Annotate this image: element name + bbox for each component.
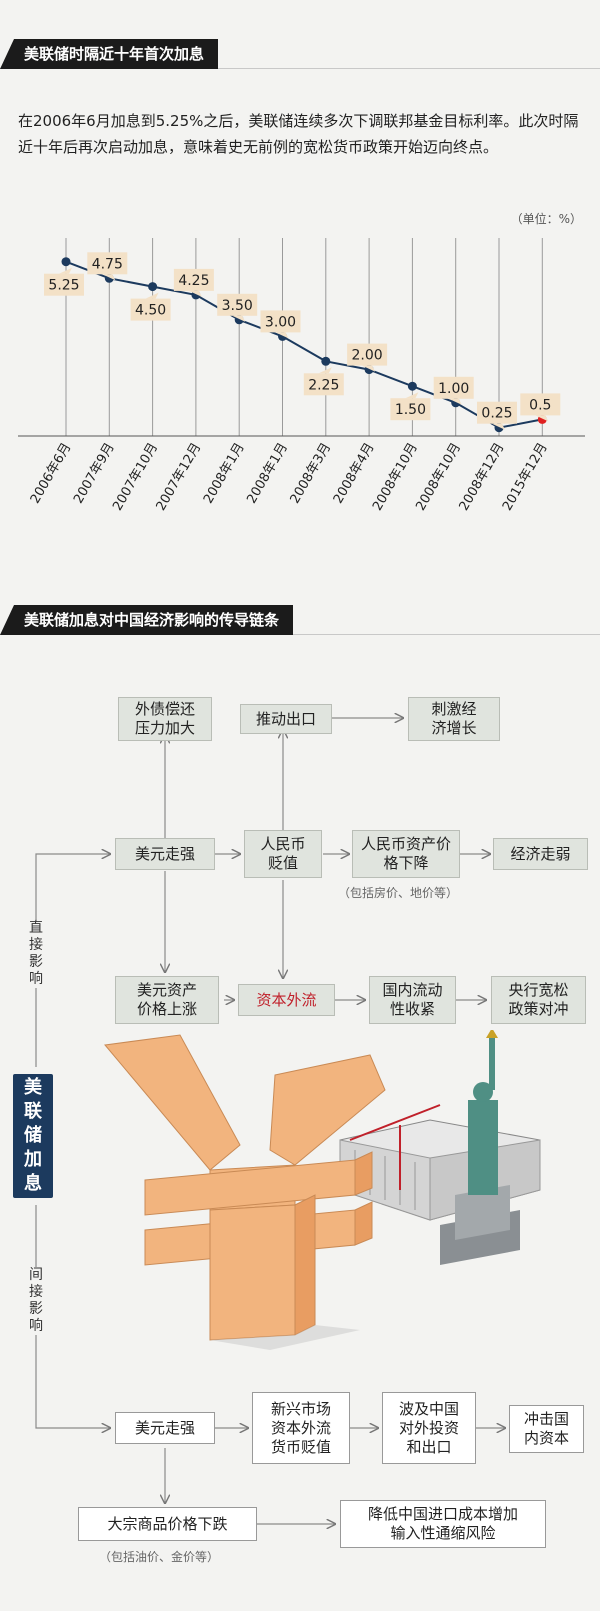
data-label: 5.25 — [44, 267, 84, 296]
section-header-rate-hike: 美联储时隔近十年首次加息 — [0, 39, 600, 69]
box-pboc-easing: 央行宽松政策对冲 — [491, 976, 586, 1024]
box-liquidity-tight: 国内流动性收紧 — [369, 976, 456, 1024]
data-point — [407, 381, 417, 391]
fed-hike-badge: 美联储加息 — [13, 1074, 53, 1198]
data-label-tail — [145, 292, 159, 299]
data-label: 4.25 — [173, 268, 214, 297]
data-label-bg — [347, 343, 388, 366]
data-label: 2.00 — [347, 343, 388, 372]
box-foreign-debt: 外债偿还压力加大 — [118, 697, 212, 741]
fed-hike-label: 美联储加息 — [24, 1077, 42, 1194]
data-label-tail — [232, 315, 246, 322]
box-commodity-fall: 大宗商品价格下跌 — [78, 1507, 257, 1541]
box-em-outflow: 新兴市场资本外流货币贬值 — [252, 1392, 350, 1464]
data-label-bg — [520, 393, 561, 416]
box-rmb-assets-fall: 人民币资产价格下降 — [352, 830, 460, 878]
data-label-text: 0.5 — [529, 397, 551, 413]
indirect-impact-label: 间接影响 — [28, 1267, 44, 1335]
section-header-transmission: 美联储加息对中国经济影响的传导链条 — [0, 605, 600, 635]
box-push-export: 推动出口 — [240, 704, 332, 734]
data-label: 4.50 — [130, 292, 171, 321]
direct-impact-label: 直接影响 — [28, 920, 44, 988]
data-label-bg — [303, 373, 344, 396]
data-label-text: 4.25 — [178, 273, 209, 289]
rate-line-chart: 5.25 4.75 4.50 4.25 3.50 3.00 2.25 2.00 1.50 1.00… — [18, 238, 585, 514]
data-label-text: 4.50 — [135, 303, 166, 319]
data-label-text: 1.50 — [395, 402, 426, 418]
data-label: 0.25 — [477, 401, 517, 430]
section-title-2: 美联储加息对中国经济影响的传导链条 — [0, 605, 294, 635]
data-point — [321, 356, 331, 366]
data-label: 3.50 — [217, 293, 258, 322]
illustration — [104, 1030, 541, 1350]
box-rmb-depreciate: 人民币贬值 — [244, 830, 322, 878]
series-line — [65, 260, 543, 429]
data-label-bg — [173, 268, 214, 291]
data-label-tail — [492, 423, 505, 430]
data-point — [148, 282, 158, 292]
box-hit-capital: 冲击国内资本 — [509, 1405, 584, 1453]
data-label-tail — [318, 367, 332, 374]
yuan-blocks-icon — [104, 1034, 386, 1350]
data-label-bg — [477, 401, 517, 424]
data-label-text: 5.25 — [48, 278, 79, 294]
unit-label: （单位：%） — [510, 212, 582, 226]
data-label-text: 2.00 — [352, 348, 383, 364]
data-label-tail — [59, 267, 72, 274]
data-label: 1.50 — [390, 392, 431, 421]
data-label: 4.75 — [87, 252, 128, 281]
data-label-text: 4.75 — [92, 256, 123, 272]
data-label-bg — [433, 376, 474, 399]
section-title: 美联储时隔近十年首次加息 — [0, 39, 219, 69]
data-label-tail — [405, 392, 419, 399]
box-usd-strong-2: 美元走强 — [115, 1412, 215, 1444]
data-label-tail — [448, 398, 462, 405]
data-label-bg — [87, 252, 128, 275]
note-rmb-assets: （包括房价、地价等） — [338, 886, 459, 900]
data-label-text: 0.25 — [481, 406, 512, 422]
data-label-tail — [275, 332, 289, 339]
box-affect-invest: 波及中国对外投资和出口 — [382, 1392, 476, 1464]
data-label-tail — [102, 274, 116, 281]
data-label-bg — [260, 310, 301, 333]
data-label-bg — [44, 273, 84, 296]
data-label-text: 3.50 — [222, 298, 253, 314]
intro-paragraph: 在2006年6月加息到5.25%之后，美联储连续多次下调联邦基金目标利率。此次时… — [18, 112, 579, 156]
note-commodity: （包括油价、金价等） — [99, 1550, 220, 1564]
statue-of-liberty-icon — [440, 1030, 520, 1265]
data-label-text: 3.00 — [265, 314, 296, 330]
box-usd-strong: 美元走强 — [115, 838, 215, 870]
box-usd-assets-rise: 美元资产价格上涨 — [115, 976, 219, 1024]
data-label-tail — [535, 415, 549, 422]
data-point — [61, 257, 71, 267]
data-label-text: 1.00 — [438, 381, 469, 397]
data-label-tail — [188, 290, 202, 297]
data-label: 0.5 — [520, 393, 561, 422]
box-capital-outflow: 资本外流 — [238, 984, 335, 1016]
data-label: 3.00 — [260, 310, 301, 339]
data-label-bg — [390, 398, 431, 421]
data-label-text: 2.25 — [308, 377, 339, 393]
box-economy-weak: 经济走弱 — [493, 838, 588, 870]
data-label-tail — [362, 365, 376, 372]
data-label: 1.00 — [433, 376, 474, 405]
box-lower-cost: 降低中国进口成本增加输入性通缩风险 — [340, 1500, 546, 1548]
data-label-bg — [217, 293, 258, 316]
box-stimulate-growth: 刺激经济增长 — [408, 697, 500, 741]
data-label-bg — [130, 298, 171, 321]
data-label: 2.25 — [303, 367, 344, 396]
